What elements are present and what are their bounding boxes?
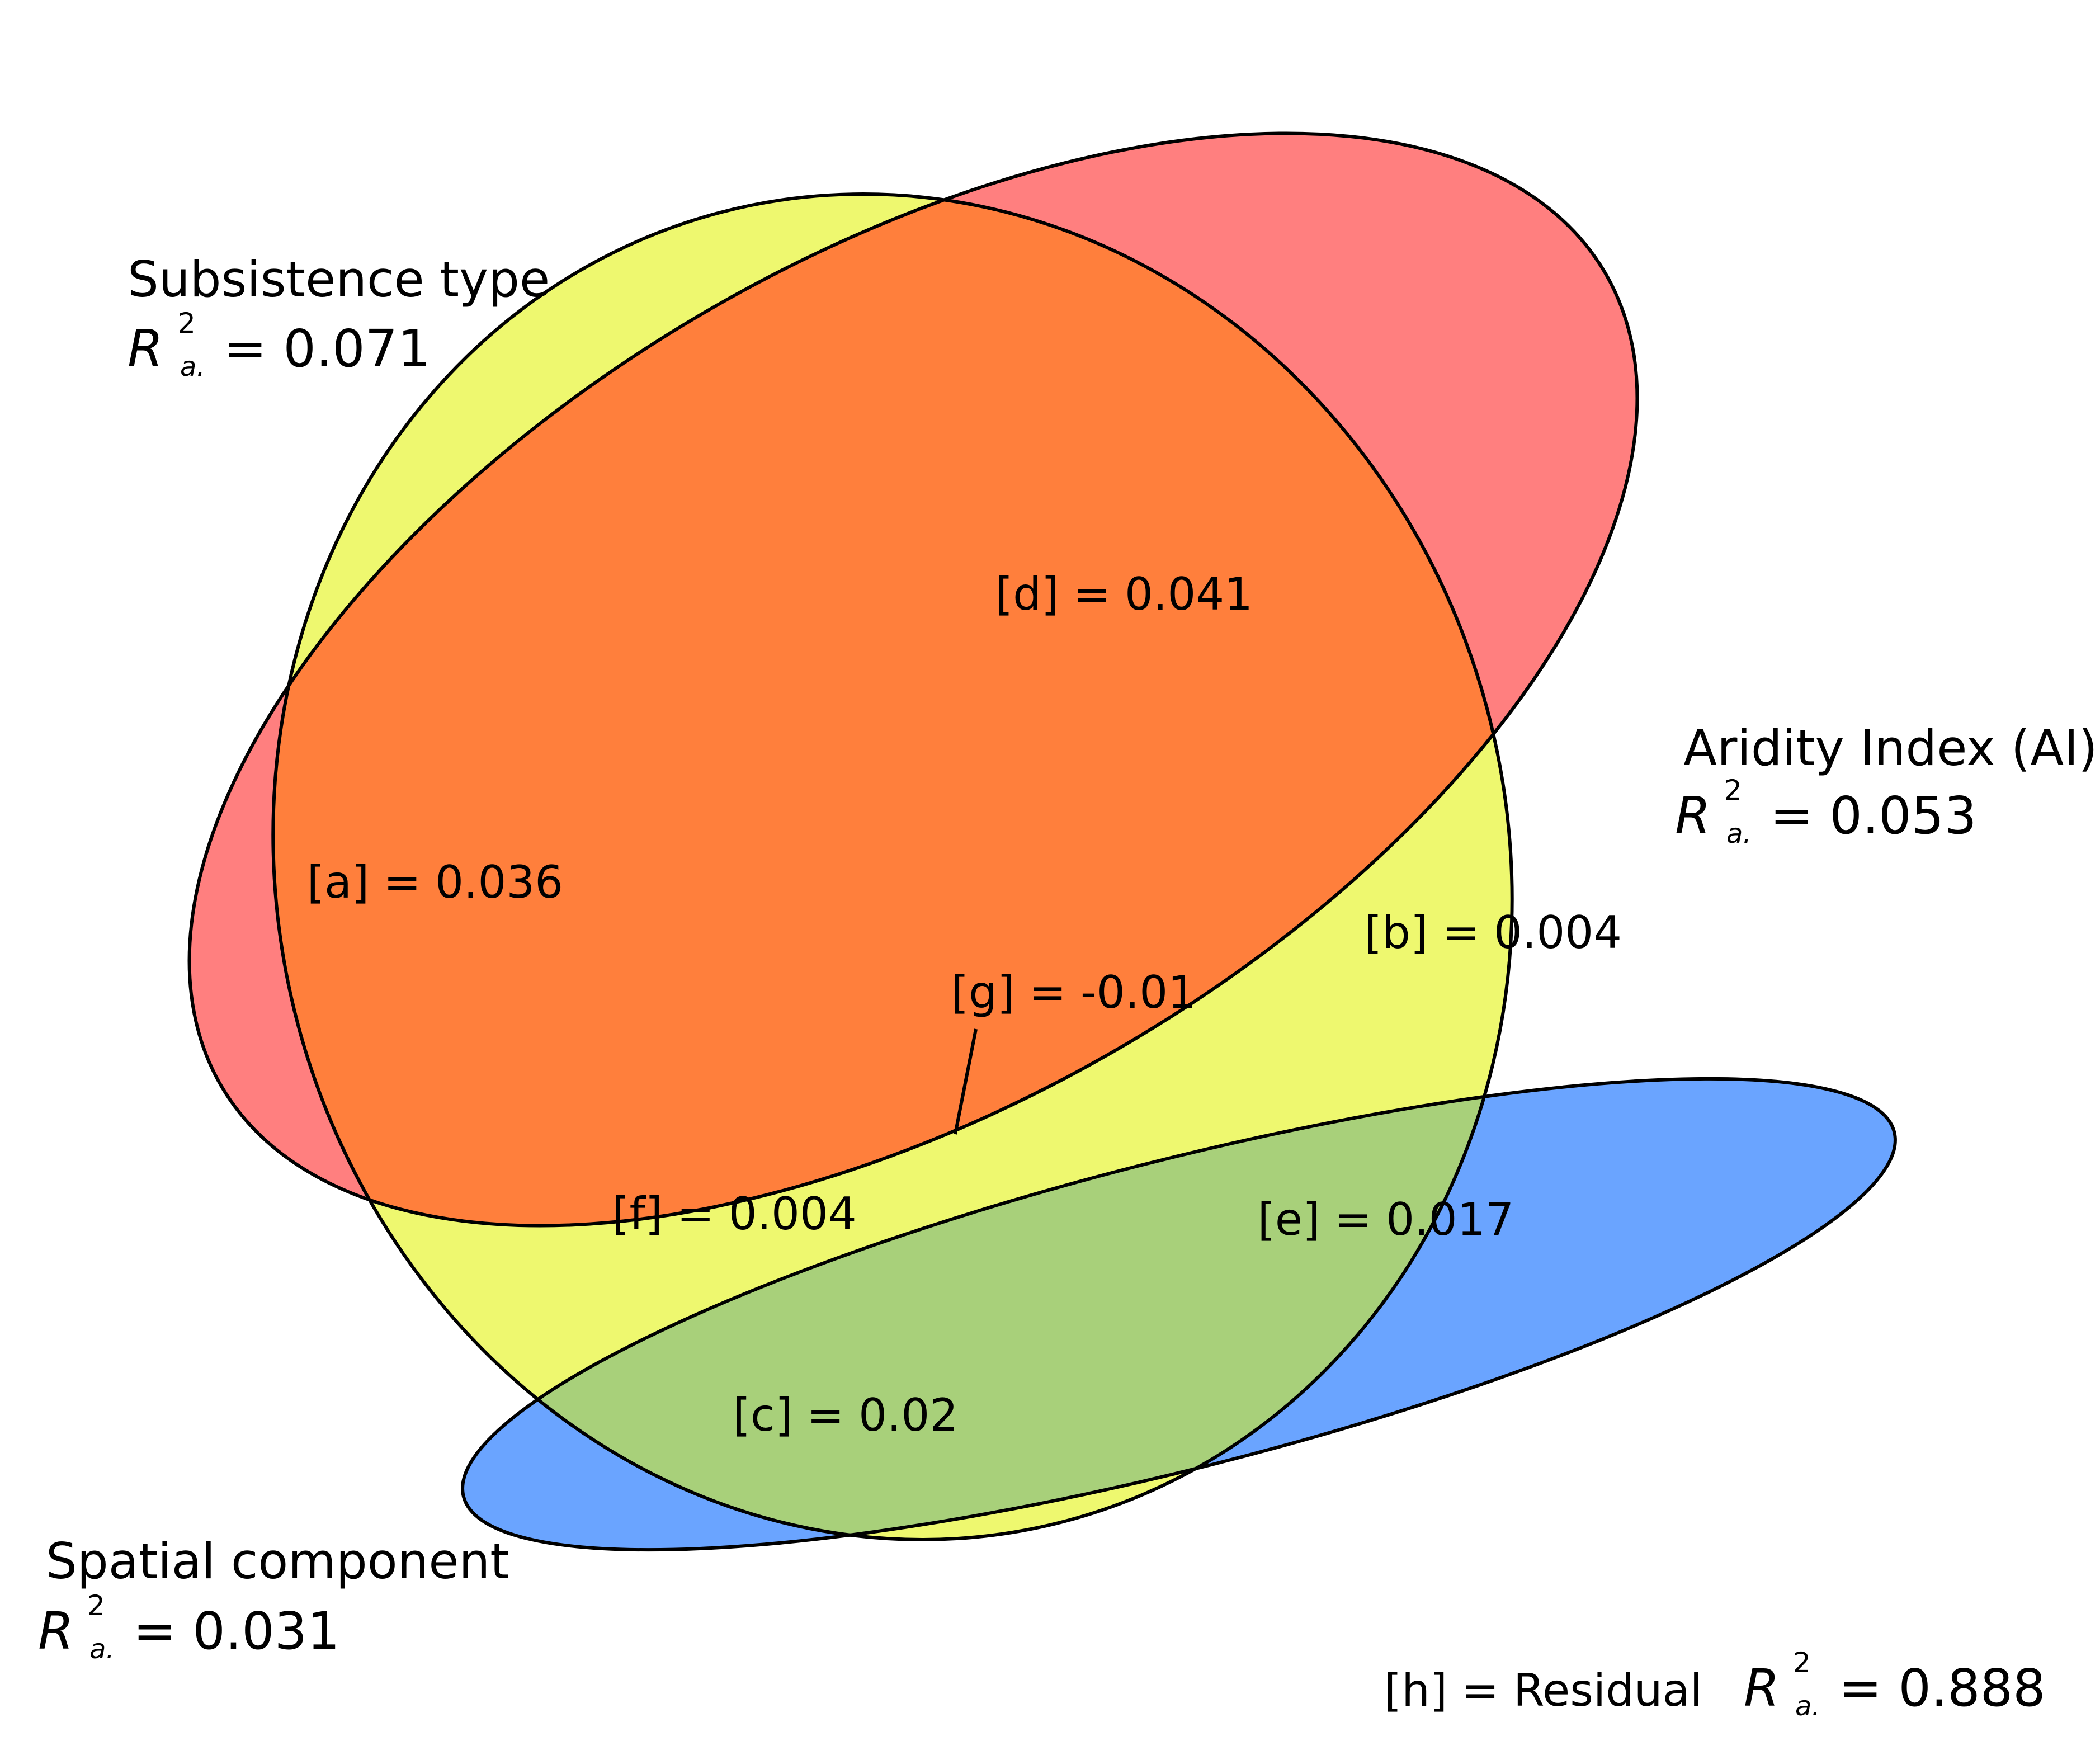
- residual-r-sup: 2: [1793, 1646, 1811, 1679]
- region-e-label: [e] = 0.017: [1258, 1193, 1514, 1245]
- subsistence-r-sub: a.: [180, 351, 205, 383]
- aridity-legend: Aridity Index (AI) R 2 a. = 0.053: [1675, 719, 2098, 850]
- aridity-r-sub: a.: [1726, 818, 1752, 850]
- region-c-label: [c] = 0.02: [733, 1389, 958, 1441]
- residual-r-sub: a.: [1795, 1691, 1820, 1722]
- aridity-title: Aridity Index (AI): [1683, 719, 2098, 777]
- region-f-label: [f] = 0.004: [612, 1188, 857, 1240]
- spatial-r-value: = 0.031: [133, 1601, 340, 1661]
- residual-r-symbol: R: [1744, 1658, 1780, 1718]
- region-d-label: [d] = 0.041: [995, 568, 1253, 620]
- spatial-r-symbol: R: [38, 1601, 74, 1661]
- spatial-r-sup: 2: [87, 1589, 105, 1622]
- subsistence-r-value: = 0.071: [224, 319, 431, 379]
- aridity-r-symbol: R: [1675, 786, 1711, 846]
- spatial-r-sub: a.: [89, 1634, 115, 1665]
- residual-label: [h] = Residual: [1384, 1664, 1702, 1716]
- spatial-title: Spatial component: [46, 1532, 509, 1590]
- subsistence-r-sup: 2: [178, 307, 196, 339]
- spatial-legend: Spatial component R 2 a. = 0.031: [38, 1532, 509, 1665]
- subsistence-title: Subsistence type: [128, 251, 550, 308]
- residual-r-value: = 0.888: [1839, 1658, 2046, 1718]
- subsistence-legend: Subsistence type R 2 a. = 0.071: [128, 251, 550, 383]
- region-b-label: [b] = 0.004: [1365, 907, 1622, 959]
- g-leader-line: [954, 1028, 978, 1135]
- aridity-r-sup: 2: [1724, 774, 1742, 806]
- residual-legend: [h] = Residual R 2 a. = 0.888: [1384, 1646, 2046, 1722]
- region-a-label: [a] = 0.036: [307, 856, 563, 908]
- region-g-label: [g] = -0.01: [951, 966, 1196, 1018]
- aridity-r-value: = 0.053: [1770, 786, 1977, 846]
- subsistence-r-symbol: R: [128, 319, 163, 379]
